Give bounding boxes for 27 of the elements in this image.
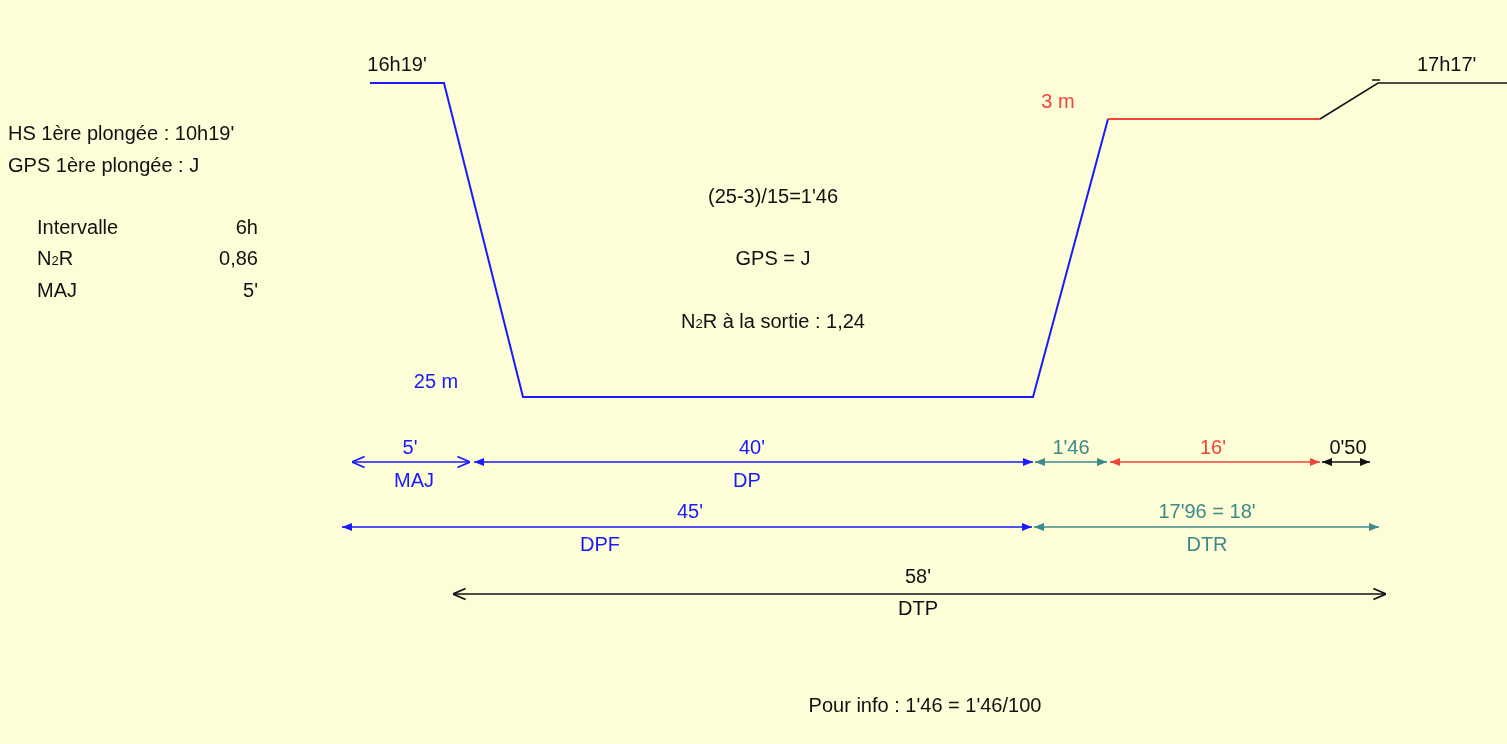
dimension-label: 1'46 <box>1052 436 1090 458</box>
dimension-label: DPF <box>580 533 620 555</box>
note-text: GPS 1ère plongée : J <box>8 154 200 176</box>
time-label: 16h19' <box>367 53 427 75</box>
dimension-label: 40' <box>738 436 766 458</box>
formula-text: (25-3)/15=1'46 <box>708 185 838 207</box>
table-value: 6h <box>235 216 258 238</box>
dimension-label: 0'50 <box>1329 436 1367 458</box>
time-label: 17h17' <box>1417 53 1477 75</box>
dimension-label: 16' <box>1199 436 1227 458</box>
dimension-label: DTP <box>898 597 938 619</box>
note-text: Pour info : 1'46 = 1'46/100 <box>808 694 1042 716</box>
table-value: 0,86 <box>219 247 258 269</box>
table-label: Intervalle <box>37 216 119 238</box>
dimension-label: DTR <box>1186 533 1228 555</box>
depth-label: 3 m <box>1041 90 1075 112</box>
dimension-label: 5' <box>402 436 418 458</box>
table-label: MAJ <box>37 279 77 301</box>
dimension-label: 17'96 = 18' <box>1158 500 1256 522</box>
dimension-label: MAJ <box>394 469 434 491</box>
dimension-label: 45' <box>676 500 704 522</box>
dimension-label: DP <box>733 469 761 491</box>
table-value: 5' <box>243 279 258 301</box>
dimension-label: 58' <box>904 565 932 587</box>
note-text: GPS = J <box>735 247 811 269</box>
note-text: HS 1ère plongée : 10h19' <box>8 122 235 144</box>
depth-label: 25 m <box>413 370 459 392</box>
